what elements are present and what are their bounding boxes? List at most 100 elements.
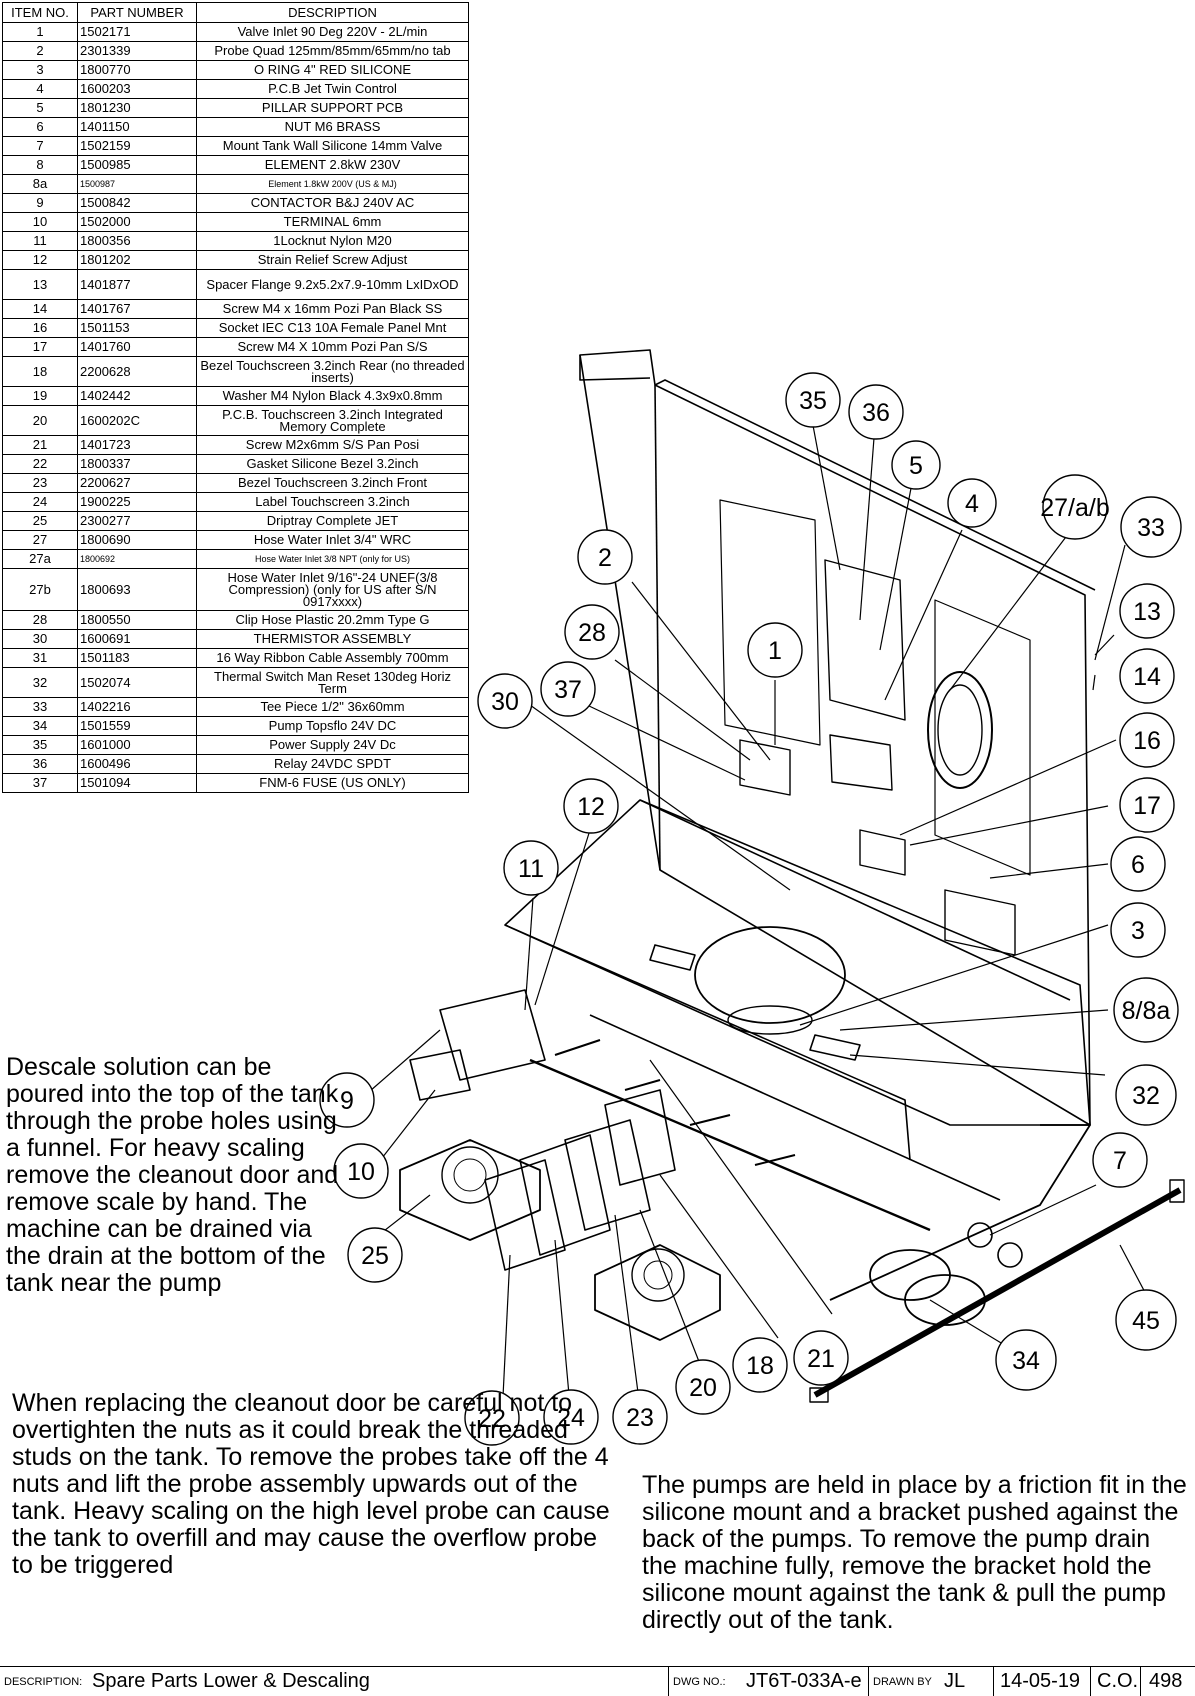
driptray-small	[594, 1244, 721, 1341]
dwg-no-label: DWG NO.:	[673, 1675, 726, 1688]
callout-label: 17	[1133, 792, 1161, 820]
callout-label: 25	[361, 1242, 389, 1270]
bezel-label	[519, 1134, 611, 1256]
callout-label: 37	[554, 676, 582, 704]
callout-22: 22	[464, 1390, 520, 1446]
driptray-small-grille	[631, 1248, 685, 1302]
callout-label: 32	[1132, 1082, 1160, 1110]
callout-4: 4	[947, 478, 997, 528]
callout-27-a-b: 27/a/b	[1040, 474, 1110, 540]
callout-45: 45	[1115, 1289, 1177, 1351]
drawn-by-label: DRAWN BY	[873, 1675, 932, 1688]
hose-bay-panel	[719, 499, 821, 746]
pump-fitting	[967, 1222, 993, 1248]
cleanout-note: When replacing the cleanout door be care…	[12, 1389, 610, 1579]
part-description: PILLAR SUPPORT PCB	[196, 98, 469, 118]
part-number: 1800690	[77, 530, 197, 550]
part-description: Thermal Switch Man Reset 130deg Horiz Te…	[196, 667, 469, 698]
callout-label: 14	[1133, 663, 1161, 691]
callout-label: 13	[1133, 598, 1161, 626]
part-description: Spacer Flange 9.2x5.2x7.9-10mm LxIDxOD	[196, 269, 469, 300]
part-description: Washer M4 Nylon Black 4.3x9x0.8mm	[196, 386, 469, 406]
callout-20: 20	[675, 1359, 731, 1415]
callout-5: 5	[891, 440, 941, 490]
drawn-by: JL	[944, 1670, 966, 1692]
callout-36: 36	[848, 384, 904, 440]
contactor-block	[439, 989, 546, 1081]
leader-lines	[369, 411, 1149, 1418]
pcb-board	[824, 559, 906, 721]
callout-7: 7	[1092, 1132, 1148, 1188]
callout-label: 10	[347, 1158, 375, 1186]
driptray-large-grille	[441, 1146, 499, 1204]
hose-bay-panel-right	[934, 599, 1031, 876]
socket-iec	[859, 829, 906, 876]
part-number: 1800693	[77, 568, 197, 611]
tank-top-rim	[639, 799, 1071, 1001]
part-number: 2200627	[77, 473, 197, 493]
part-description: 16 Way Ribbon Cable Assembly 700mm	[196, 648, 469, 668]
part-number: 1501094	[77, 773, 197, 793]
callout-24: 24	[543, 1389, 599, 1445]
callout-label: 28	[578, 619, 606, 647]
callout-32: 32	[1115, 1064, 1177, 1126]
callout-label: 9	[340, 1087, 354, 1115]
part-description: Mount Tank Wall Silicone 14mm Valve	[196, 136, 469, 156]
callout-17: 17	[1119, 777, 1175, 833]
part-description: Bezel Touchscreen 3.2inch Rear (no threa…	[196, 356, 469, 387]
callout-9: 9	[319, 1072, 375, 1128]
callout-label: 2	[598, 544, 612, 572]
part-number: 1502159	[77, 136, 197, 156]
callout-8-8a: 8/8a	[1113, 977, 1179, 1043]
bezel-front	[564, 1119, 651, 1231]
callout-label: 8/8a	[1122, 997, 1171, 1025]
drawing-description: Spare Parts Lower & Descaling	[92, 1670, 370, 1692]
co-label: C.O.	[1097, 1670, 1139, 1692]
ribbon-cable	[813, 1187, 1182, 1398]
part-description: Label Touchscreen 3.2inch	[196, 492, 469, 512]
side-bracket	[829, 1124, 1091, 1301]
tank-front-edge	[504, 924, 911, 1161]
callout-label: 20	[689, 1374, 717, 1402]
callout-18: 18	[732, 1337, 788, 1393]
callout-12: 12	[563, 778, 619, 834]
callout-23: 23	[612, 1389, 668, 1445]
callout-37: 37	[540, 661, 596, 717]
callout-16: 16	[1119, 712, 1175, 768]
touchscreen-pcb	[604, 1089, 676, 1186]
item-number: 20	[2, 405, 78, 436]
part-description: ELEMENT 2.8kW 230V	[196, 155, 469, 175]
callout-6: 6	[1110, 836, 1166, 892]
callout-10: 10	[333, 1143, 389, 1199]
callout-label: 11	[518, 855, 544, 883]
cabinet-wall-top-edge	[654, 379, 1096, 591]
callout-label: 34	[1012, 1347, 1040, 1375]
part-description: 1Locknut Nylon M20	[196, 231, 469, 251]
callout-30: 30	[477, 673, 533, 729]
callout-25: 25	[347, 1227, 403, 1283]
element-clip-left	[649, 944, 696, 971]
callout-1: 1	[747, 622, 803, 678]
valve-inlet	[739, 739, 791, 796]
callout-3: 3	[1110, 902, 1166, 958]
part-number: 1501153	[77, 318, 197, 338]
callout-label: 30	[491, 688, 519, 716]
part-number: 1501559	[77, 716, 197, 736]
dwg-number: JT6T-033A-e	[746, 1670, 862, 1692]
part-number: 1900225	[77, 492, 197, 512]
cabinet-wall-left-edge	[654, 384, 661, 871]
probe-plate	[694, 926, 846, 1024]
